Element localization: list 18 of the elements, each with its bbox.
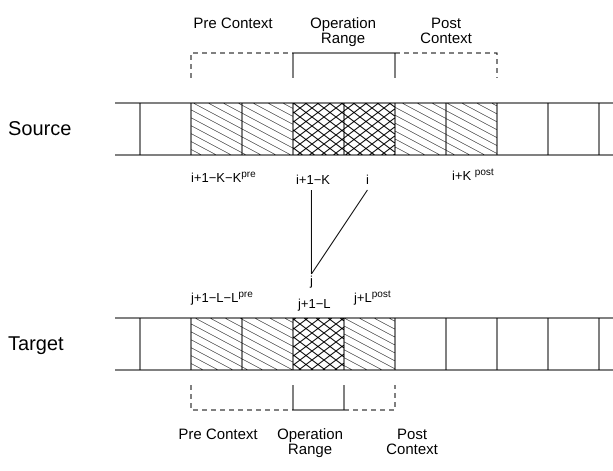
index-label: i+1−K−K$^{pre}$ bbox=[191, 170, 256, 185]
connector-line bbox=[310, 190, 312, 274]
index-label: j bbox=[310, 273, 313, 288]
range-heading: Operation Range bbox=[309, 16, 377, 46]
range-heading: Post Context bbox=[419, 16, 473, 46]
range-heading: Post Context bbox=[385, 427, 439, 457]
index-label: j+1−L bbox=[298, 296, 331, 311]
range-heading: Operation Range bbox=[276, 427, 344, 457]
row-name: Target bbox=[8, 333, 64, 355]
index-label: j+1−L−L$^{pre}$ bbox=[191, 290, 253, 305]
range-heading: Pre Context bbox=[178, 427, 258, 442]
row-name: Source bbox=[8, 118, 72, 140]
index-label: j+L$^{post}$ bbox=[354, 290, 391, 305]
index-label: i+K $^{post}$ bbox=[452, 168, 494, 183]
index-label: i bbox=[366, 172, 369, 187]
connector-line bbox=[310, 190, 368, 274]
range-heading: Pre Context bbox=[193, 16, 273, 31]
index-label: i+1−K bbox=[296, 172, 330, 187]
